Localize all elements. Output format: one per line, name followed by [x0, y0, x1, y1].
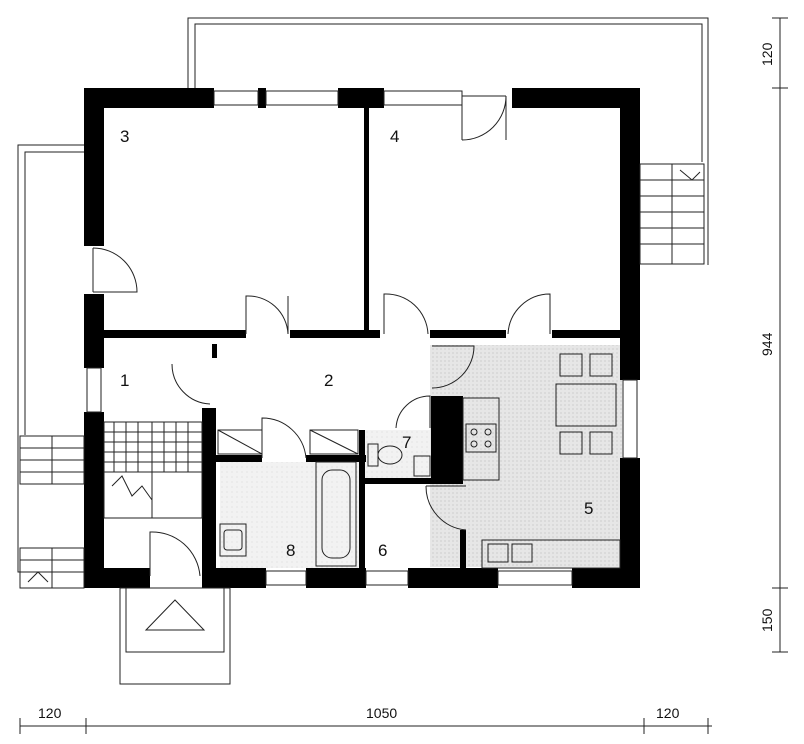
dim-right-middle: 944: [759, 332, 775, 356]
exterior-stairs-right: [639, 163, 705, 265]
windows: [86, 90, 638, 586]
terrace-top: [187, 17, 709, 265]
room-label-7: 7: [402, 433, 411, 452]
bathroom-sink: [219, 523, 247, 557]
exterior-stairs-left-bottom: [19, 547, 85, 589]
bathroom-floor: [220, 462, 360, 568]
room-label-8: 8: [286, 541, 295, 560]
doors: [92, 95, 551, 577]
room-label-5: 5: [584, 499, 593, 518]
dining-table: [555, 353, 617, 455]
entrance-porch: [119, 587, 231, 685]
exterior-walls: [84, 88, 640, 588]
dim-bottom-left: 120: [38, 705, 62, 721]
dim-bottom-right: 120: [656, 705, 680, 721]
terrace-left: [17, 144, 84, 573]
shower-shelves: [217, 429, 359, 455]
kitchen-counter: [462, 397, 500, 481]
dimension-line-bottom: [19, 718, 712, 734]
dimension-line-right: [772, 17, 788, 653]
dim-right-bottom: 150: [759, 608, 775, 632]
dim-bottom-middle: 1050: [366, 705, 397, 721]
room-label-3: 3: [120, 127, 129, 146]
exterior-stairs-left-top: [19, 435, 85, 485]
bathtub: [315, 461, 357, 567]
dim-right-top: 120: [759, 42, 775, 66]
room-label-4: 4: [390, 127, 399, 146]
kitchen-sink-counter: [481, 539, 621, 569]
interior-staircase: [103, 421, 203, 519]
room-label-2: 2: [324, 371, 333, 390]
wc-sink: [413, 455, 431, 477]
room-label-1: 1: [120, 371, 129, 390]
toilet: [367, 443, 403, 467]
interior-walls: [104, 108, 622, 588]
wc-floor: [365, 430, 430, 480]
room-label-6: 6: [378, 541, 387, 560]
